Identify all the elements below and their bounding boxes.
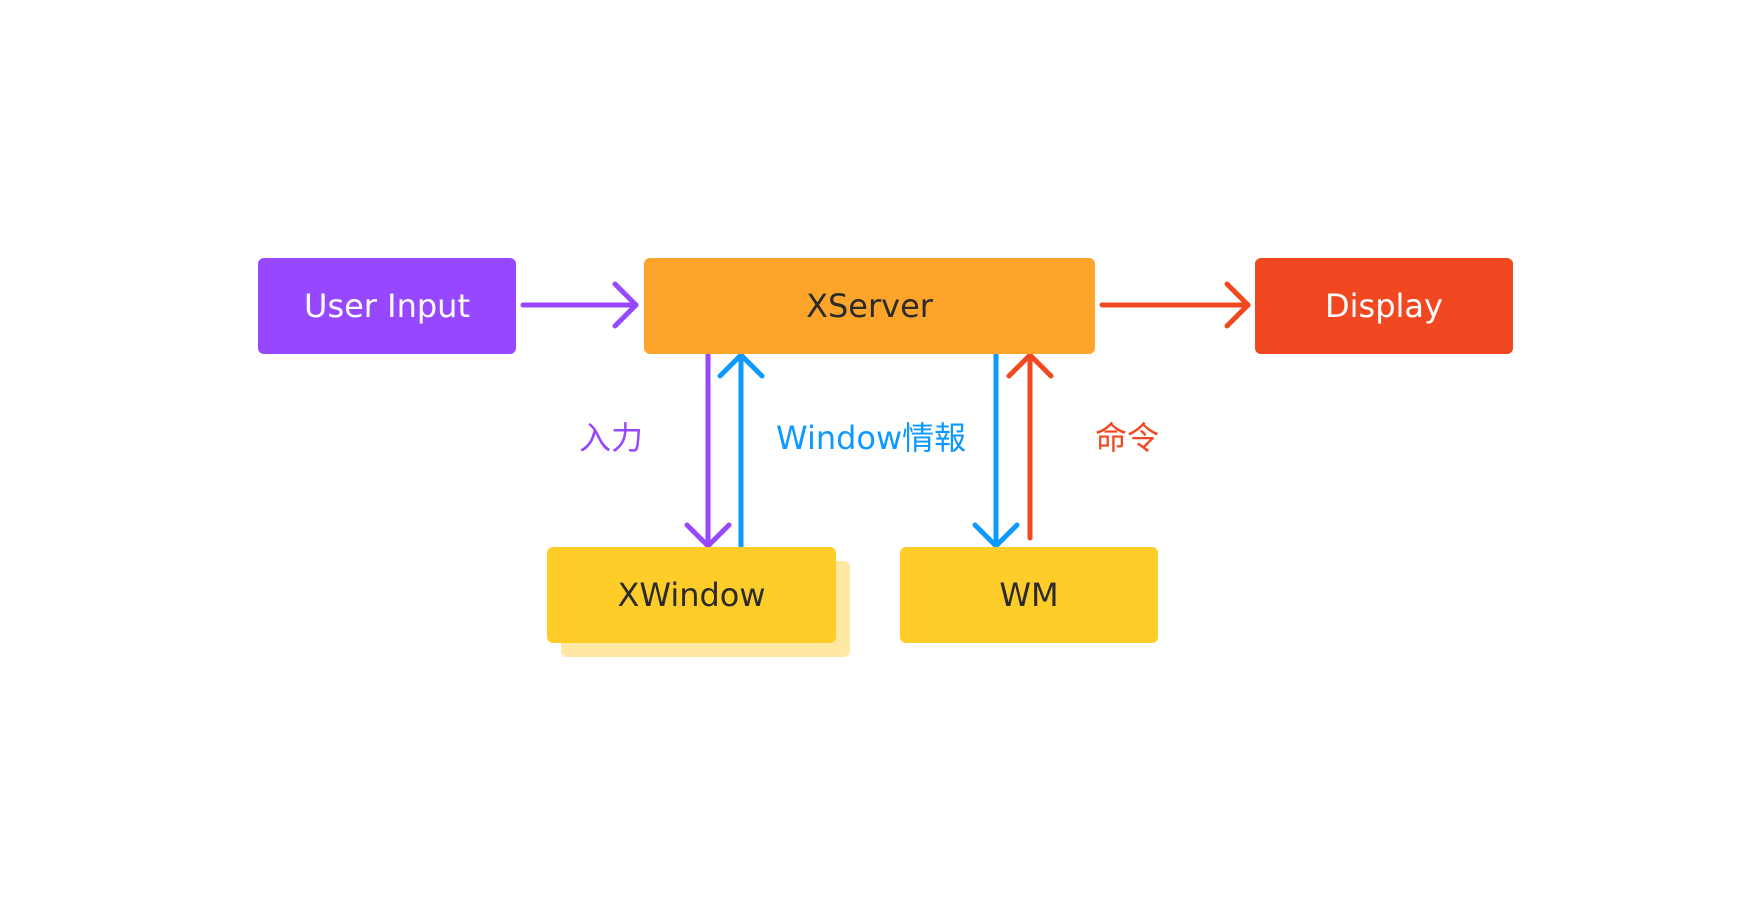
edge-label-window-info: Window情報 (776, 419, 967, 457)
arrow-xserver-to-xwindow-input (684, 351, 732, 549)
node-wm: WM (900, 547, 1158, 643)
edge-label-command: 命令 (1095, 419, 1160, 457)
arrow-xwindow-to-xserver-windowinfo (717, 352, 765, 549)
edge-label-input: 入力 (579, 419, 644, 457)
node-display: Display (1255, 258, 1513, 354)
node-xwindow: XWindow (547, 547, 836, 643)
arrow-xserver-to-display (1099, 281, 1251, 329)
node-user-input: User Input (258, 258, 516, 354)
node-user-input-label: User Input (304, 287, 470, 325)
node-xserver-label: XServer (806, 287, 933, 325)
arrow-userinput-to-xserver (520, 281, 639, 329)
arrow-xserver-to-wm-windowinfo (972, 351, 1020, 549)
node-wm-label: WM (999, 576, 1059, 614)
node-display-label: Display (1325, 287, 1443, 325)
arrow-wm-to-xserver-command (1006, 352, 1054, 541)
node-xwindow-label: XWindow (617, 576, 766, 614)
node-xserver: XServer (644, 258, 1095, 354)
